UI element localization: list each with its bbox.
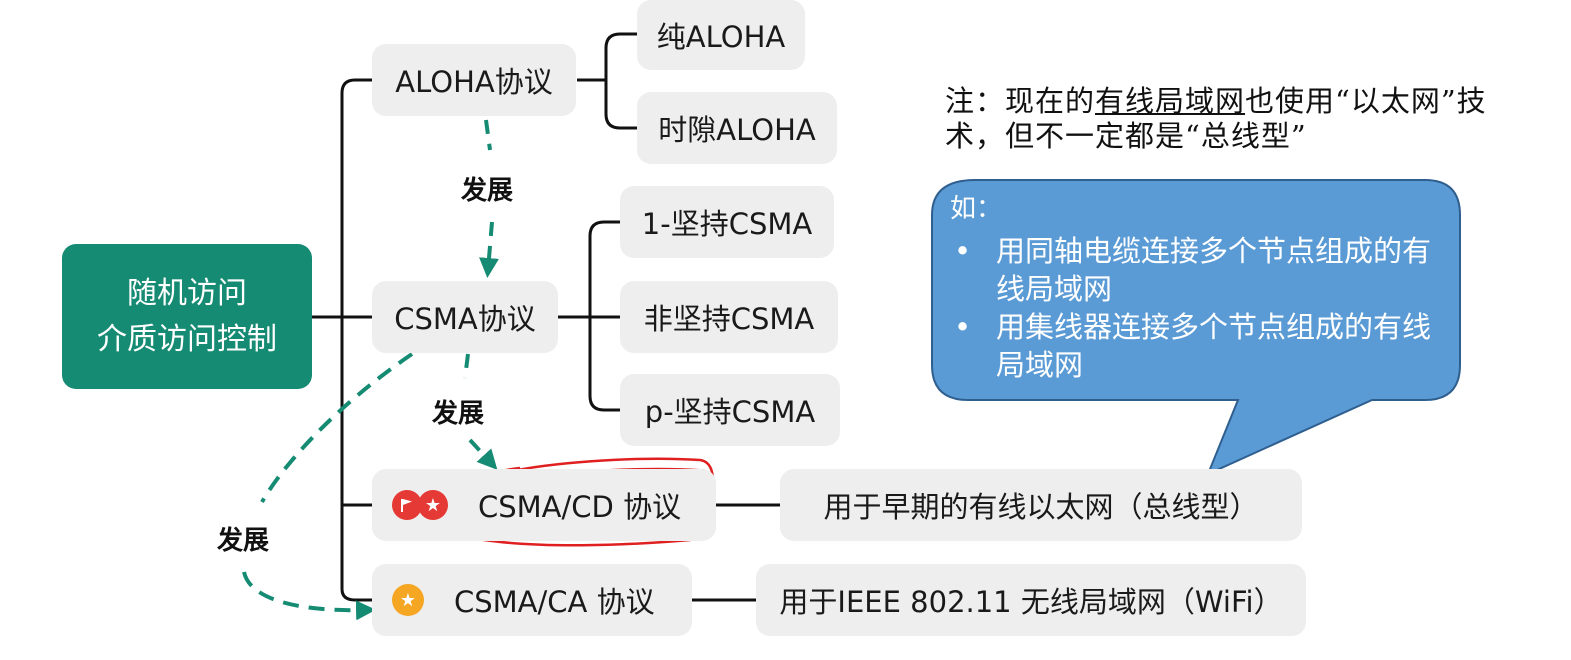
csma-ca-protocol-label: CSMA/CA 协议 <box>454 585 655 619</box>
nonpersistent-csma-label: 非坚持CSMA <box>643 302 815 336</box>
main-trunk <box>340 78 372 602</box>
root-line1: 随机访问 <box>127 275 247 311</box>
evolution-label: 发展 <box>461 176 514 206</box>
callout-content: 如： • 用同轴电缆连接多个节点组成的有线局域网 • 用集线器连接多个节点组成的… <box>950 190 1450 384</box>
p-persistent-csma-node: p-坚持CSMA <box>620 374 840 446</box>
csma-cd-use-label: 用于早期的有线以太网（总线型） <box>823 490 1259 524</box>
evolution-label: 发展 <box>432 399 485 429</box>
csma-cd-protocol-label: CSMA/CD 协议 <box>478 490 682 524</box>
star-icon: ★ <box>418 490 448 520</box>
note-suffix: 也使用“以太网”技术，但不一定都是“总线型” <box>945 84 1487 153</box>
aloha-protocol-label: ALOHA协议 <box>395 65 553 99</box>
pure-aloha-label: 纯ALOHA <box>656 20 786 54</box>
callout-item-text: 用集线器连接多个节点组成的有线局域网 <box>996 310 1432 382</box>
p-persistent-csma-label: p-坚持CSMA <box>644 395 816 429</box>
evolution-arrow-csma-csmaca <box>242 352 414 610</box>
slotted-aloha-node: 时隙ALOHA <box>637 92 837 164</box>
csma-protocol-node: CSMA协议 <box>372 281 558 353</box>
persistent-1-csma-label: 1-坚持CSMA <box>641 207 813 241</box>
aloha-bracket <box>604 32 637 130</box>
bullet-icon: • <box>954 310 972 344</box>
slotted-aloha-label: 时隙ALOHA <box>658 113 816 147</box>
note-text: 注：现在的有线局域网也使用“以太网”技术，但不一定都是“总线型” <box>945 84 1505 154</box>
callout-item: • 用同轴电缆连接多个节点组成的有线局域网 <box>950 232 1450 308</box>
note-underlined: 有线局域网 <box>1095 84 1246 118</box>
flag-icon <box>392 490 422 520</box>
persistent-1-csma-node: 1-坚持CSMA <box>620 186 834 258</box>
root-line2: 介质访问控制 <box>97 321 277 357</box>
evolution-arrow-csma-csmacd <box>463 353 492 464</box>
csma-cd-protocol-node: ★ CSMA/CD 协议 <box>372 469 716 541</box>
evolution-arrow-aloha-csma <box>486 119 492 270</box>
csma-ca-use-node: 用于IEEE 802.11 无线局域网（WiFi） <box>756 564 1306 636</box>
note-prefix: 注：现在的 <box>945 84 1096 118</box>
bullet-icon: • <box>954 234 972 268</box>
callout-item: • 用集线器连接多个节点组成的有线局域网 <box>950 308 1450 384</box>
nonpersistent-csma-node: 非坚持CSMA <box>620 281 838 353</box>
csma-ca-protocol-node: ★ CSMA/CA 协议 <box>372 564 692 636</box>
pure-aloha-node: 纯ALOHA <box>637 0 805 70</box>
callout-bubble-shape <box>931 179 1461 476</box>
callout-item-text: 用同轴电缆连接多个节点组成的有线局域网 <box>996 234 1432 306</box>
csma-protocol-label: CSMA协议 <box>394 302 536 336</box>
aloha-protocol-node: ALOHA协议 <box>372 44 576 116</box>
csma-cd-use-node: 用于早期的有线以太网（总线型） <box>780 469 1302 541</box>
star-icon: ★ <box>392 584 424 616</box>
callout-lead: 如： <box>950 194 1003 224</box>
root-node: 随机访问 介质访问控制 <box>62 244 312 389</box>
csma-ca-use-label: 用于IEEE 802.11 无线局域网（WiFi） <box>779 585 1283 619</box>
evolution-label: 发展 <box>217 526 270 556</box>
csma-bracket <box>588 220 620 412</box>
